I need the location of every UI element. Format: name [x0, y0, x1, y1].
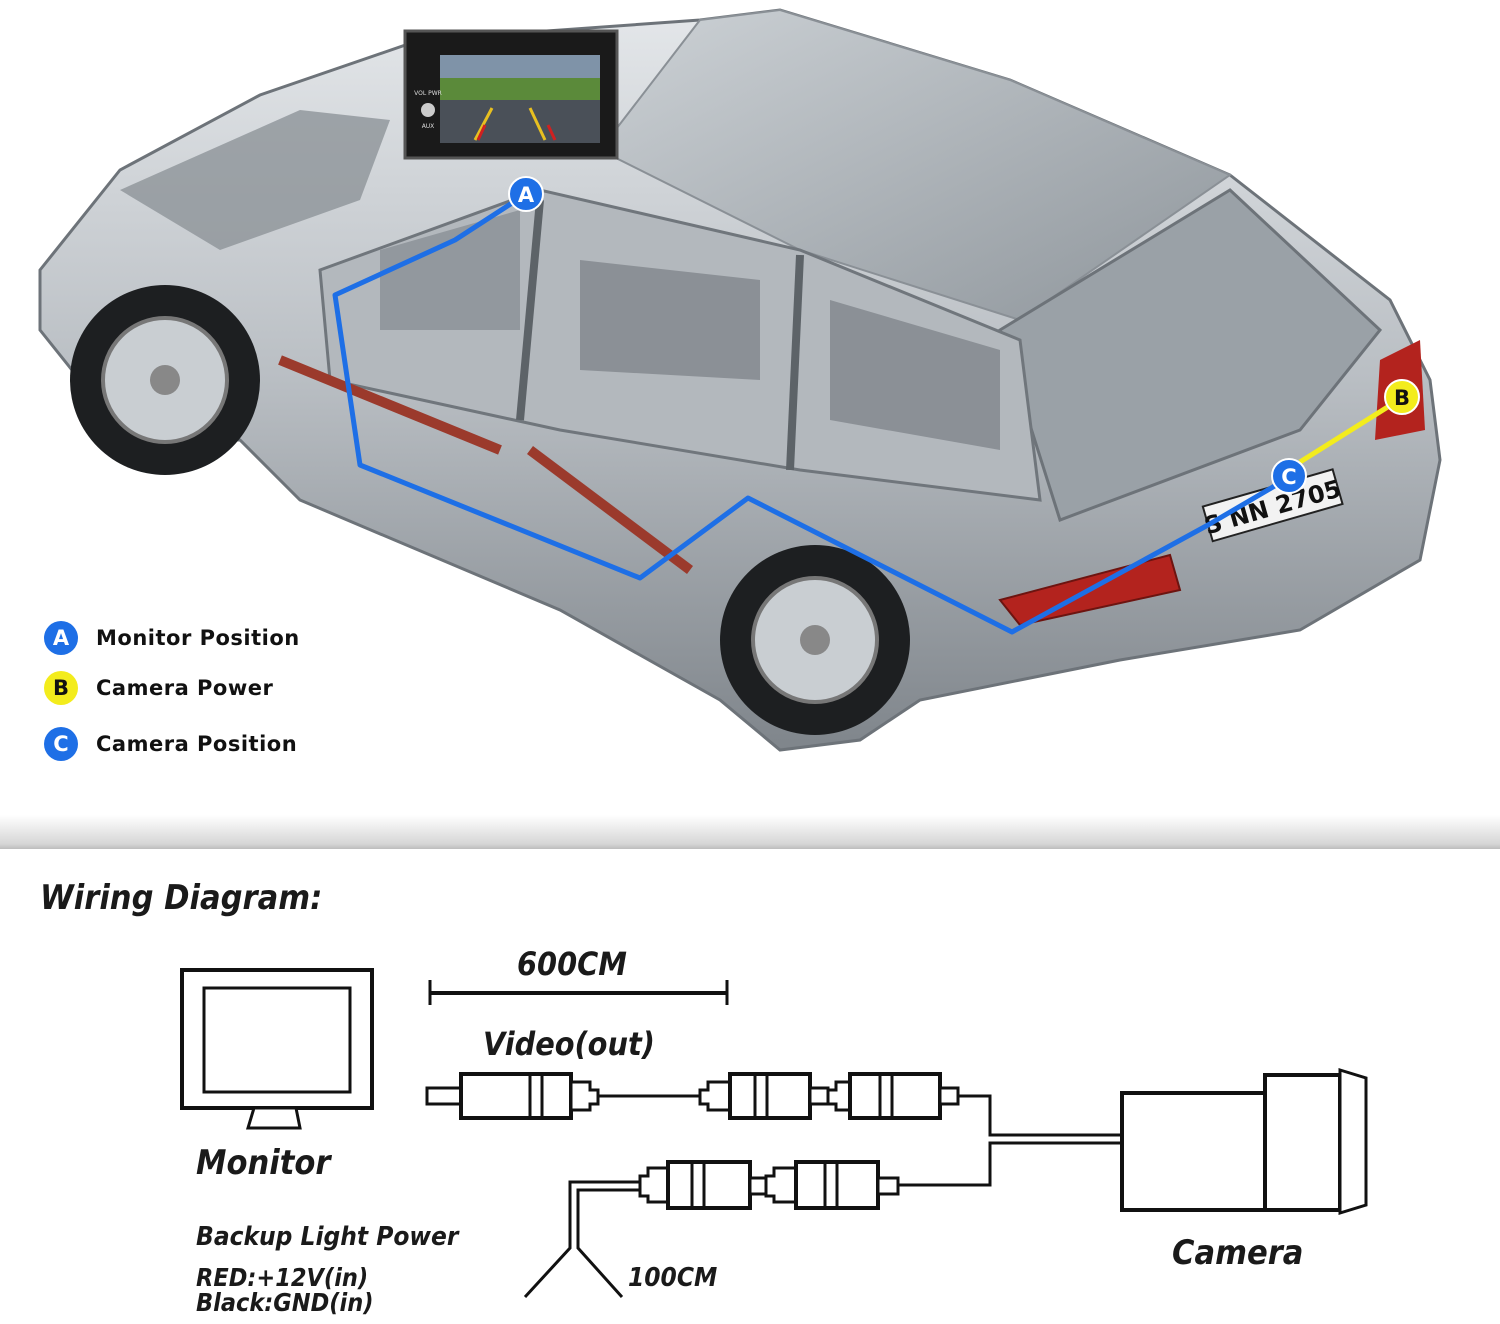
head-unit-monitor: VOL PWR AUX — [403, 29, 619, 160]
length-100cm-label: 100CM — [628, 1263, 718, 1293]
camera-icon — [1120, 1067, 1368, 1216]
legend-label: Camera Power — [96, 676, 274, 700]
legend-label: Camera Position — [96, 732, 298, 756]
red-wire-label: RED:+12V(in) — [196, 1263, 369, 1292]
video-rca-coupler — [698, 1072, 960, 1120]
rear-wheel — [720, 545, 910, 735]
section-divider — [0, 815, 1500, 849]
wiring-diagram-title: Wiring Diagram: — [40, 878, 323, 918]
monitor-icon — [180, 968, 374, 1130]
badge-a: A — [44, 621, 78, 655]
front-wheel — [70, 285, 260, 475]
svg-text:C: C — [1281, 465, 1296, 489]
legend-item-monitor-position: A Monitor Position — [44, 621, 300, 655]
svg-text:A: A — [518, 183, 535, 207]
legend-item-camera-position: C Camera Position — [44, 727, 297, 761]
marker-b: B — [1384, 379, 1420, 415]
badge-c: C — [44, 727, 78, 761]
svg-text:B: B — [1394, 386, 1410, 410]
volume-knob — [421, 103, 435, 117]
power-wires — [523, 1180, 640, 1299]
monitor-label: Monitor — [196, 1143, 331, 1183]
camera-cables — [898, 1094, 1122, 1187]
wiring-diagram — [180, 968, 1368, 1299]
marker-a: A — [508, 176, 544, 212]
aux-label: AUX — [422, 123, 435, 130]
marker-c: C — [1271, 458, 1307, 494]
video-out-label: Video(out) — [483, 1025, 655, 1063]
backup-light-power-label: Backup Light Power — [196, 1222, 459, 1252]
car-body: S NN 2705 — [38, 8, 1442, 752]
length-scale-600cm — [428, 980, 729, 1005]
video-cable-route — [332, 191, 1292, 635]
length-600cm-label: 600CM — [517, 945, 627, 983]
legend-label: Monitor Position — [96, 626, 300, 650]
video-rca-plug — [425, 1072, 600, 1120]
car-cutaway-illustration: S NN 2705 VOL PWR AUX A B C — [38, 8, 1442, 752]
legend-item-camera-power: B Camera Power — [44, 671, 273, 705]
camera-label: Camera — [1172, 1233, 1304, 1273]
power-connector — [638, 1160, 900, 1210]
vol-label: VOL PWR — [414, 90, 442, 97]
black-wire-label: Black:GND(in) — [196, 1288, 374, 1317]
badge-b: B — [44, 671, 78, 705]
power-cable-route — [1298, 395, 1404, 465]
